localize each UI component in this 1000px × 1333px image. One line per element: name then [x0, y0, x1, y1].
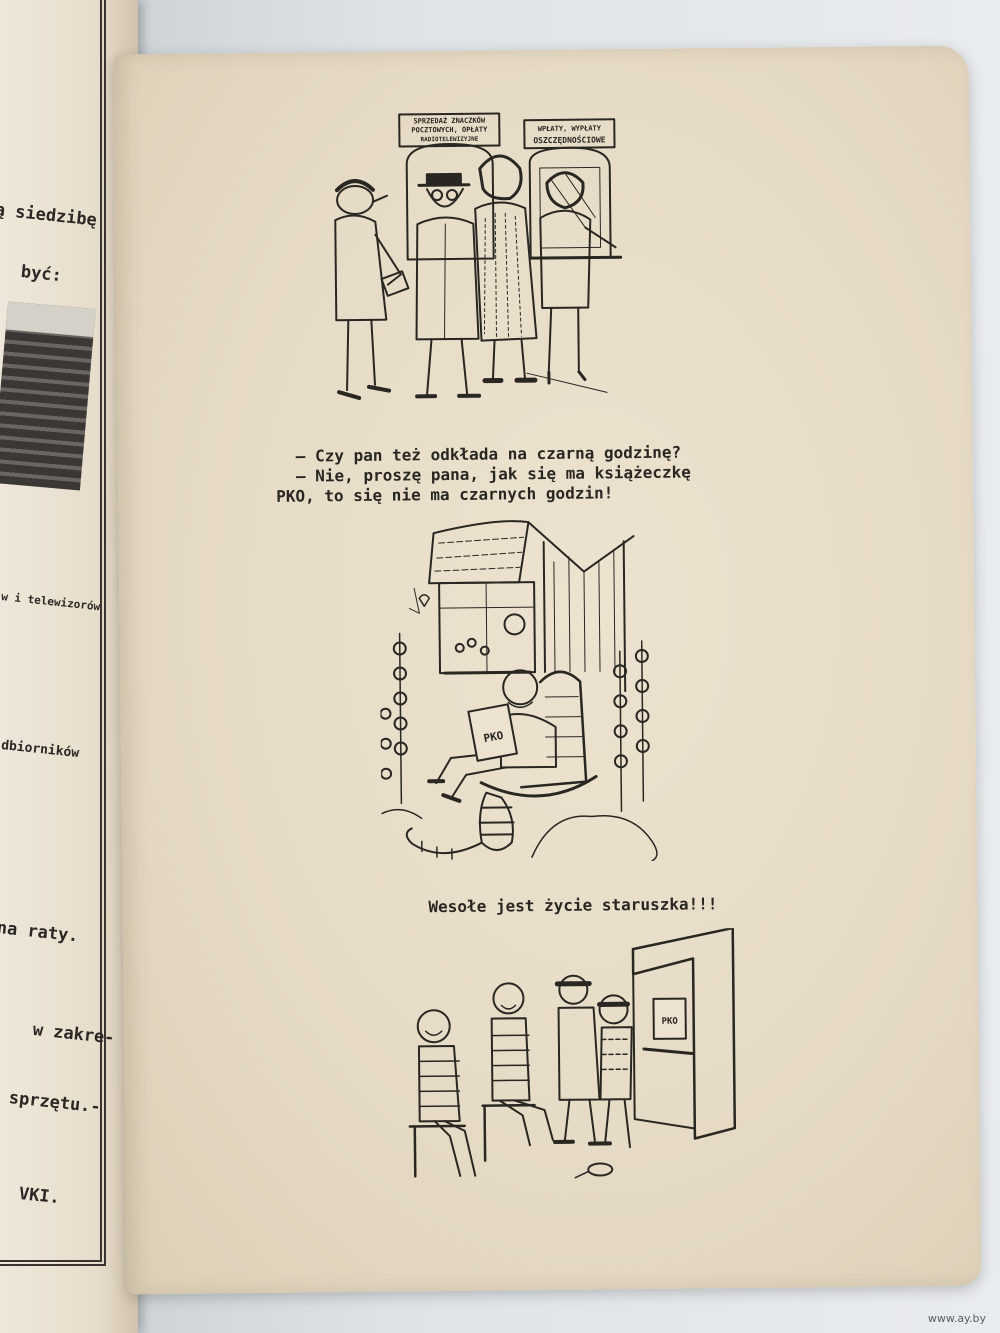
caption-1-line-3: PKO, to się nie ma czarnych godzin! — [276, 483, 614, 506]
rocking-chair-cartoon: PKO — [379, 520, 658, 862]
robbers-cartoon: PKO — [408, 927, 737, 1179]
sign-left-line-1: SPRZEDAŻ ZNACZKÓW — [413, 116, 486, 126]
watermark: www.ay.by — [927, 1312, 986, 1325]
sign-left-line-2: POCZTOWYCH, OPŁATY — [411, 126, 488, 135]
sign-right-line-2: OSZCZĘDNOŚCIOWE — [533, 133, 606, 145]
sign-left-line-3: RADIOTELEWIZYJNE — [421, 136, 479, 144]
booklet-page: SPRZEDAŻ ZNACZKÓW POCZTOWYCH, OPŁATY RAD… — [113, 45, 982, 1295]
left-text-2: być: — [19, 262, 63, 287]
sign-right-line-1: WPŁATY, WYPŁATY — [538, 124, 602, 133]
caption-1-line-1: — Czy pan też odkłada na czarną godzinę? — [295, 442, 682, 466]
caption-2: Wesołe jest życie staruszka!!! — [428, 894, 718, 917]
post-office-cartoon: SPRZEDAŻ ZNACZKÓW POCZTOWYCH, OPŁATY RAD… — [334, 112, 623, 400]
book-label-2: PKO — [483, 729, 505, 746]
left-text-8: VKI. — [17, 1184, 61, 1209]
left-page-border — [0, 0, 106, 1266]
radio-photo — [0, 301, 96, 491]
caption-1-line-2: — Nie, proszę pana, jak się ma książeczk… — [295, 462, 691, 486]
book-label-3: PKO — [662, 1017, 679, 1027]
